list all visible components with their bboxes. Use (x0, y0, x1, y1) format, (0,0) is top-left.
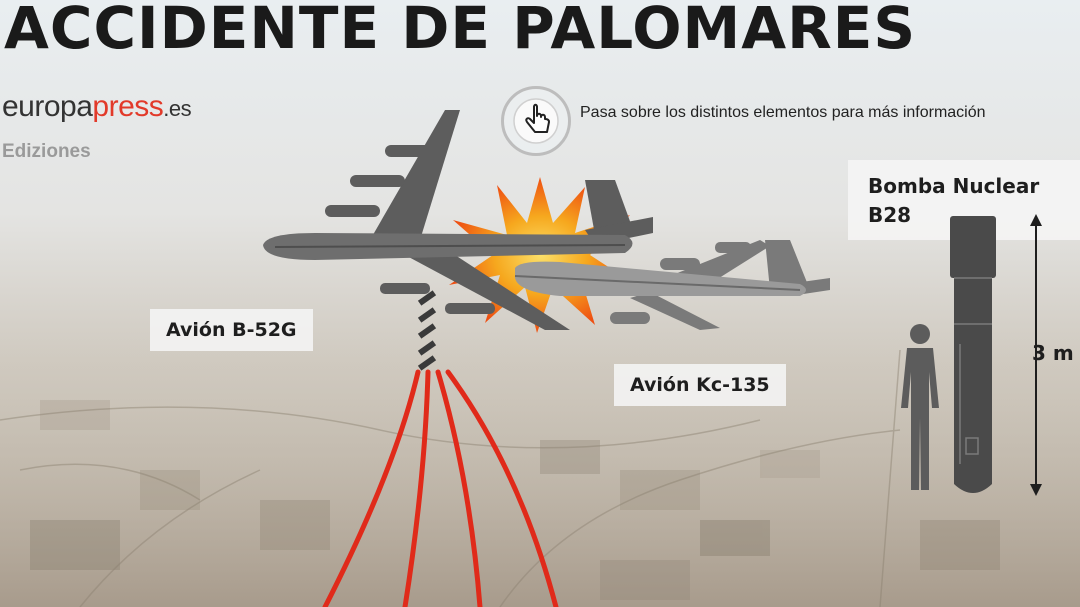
length-arrow (1030, 214, 1042, 496)
hover-hint-text: Pasa sobre los distintos elementos para … (580, 104, 986, 121)
b52-label[interactable]: Avión B-52G (150, 309, 313, 351)
bomb-label-line2: B28 (868, 203, 912, 227)
editions-label[interactable]: Ediziones (2, 141, 91, 162)
bomb-length-label: 3 m (1032, 341, 1074, 365)
kc135-label[interactable]: Avión Kc-135 (614, 364, 786, 406)
b52-aircraft[interactable] (255, 105, 655, 335)
page-title: ACCIDENTE DE PALOMARES (4, 0, 917, 62)
human-scale-figure (901, 324, 939, 490)
kc135-aircraft[interactable] (500, 180, 840, 340)
hand-pointer-icon (513, 98, 559, 144)
hover-hint-button[interactable] (501, 86, 571, 156)
europapress-logo[interactable]: europapress.es (2, 90, 192, 124)
b28-bomb-graphic[interactable] (946, 214, 1000, 496)
bomb-label-line1: Bomba Nuclear (868, 174, 1040, 198)
logo-text-press: press (92, 90, 164, 123)
logo-text-europa: europa (2, 90, 93, 123)
bomb-label[interactable]: Bomba Nuclear B28 (868, 172, 1039, 230)
logo-text-domain: .es (163, 96, 192, 121)
